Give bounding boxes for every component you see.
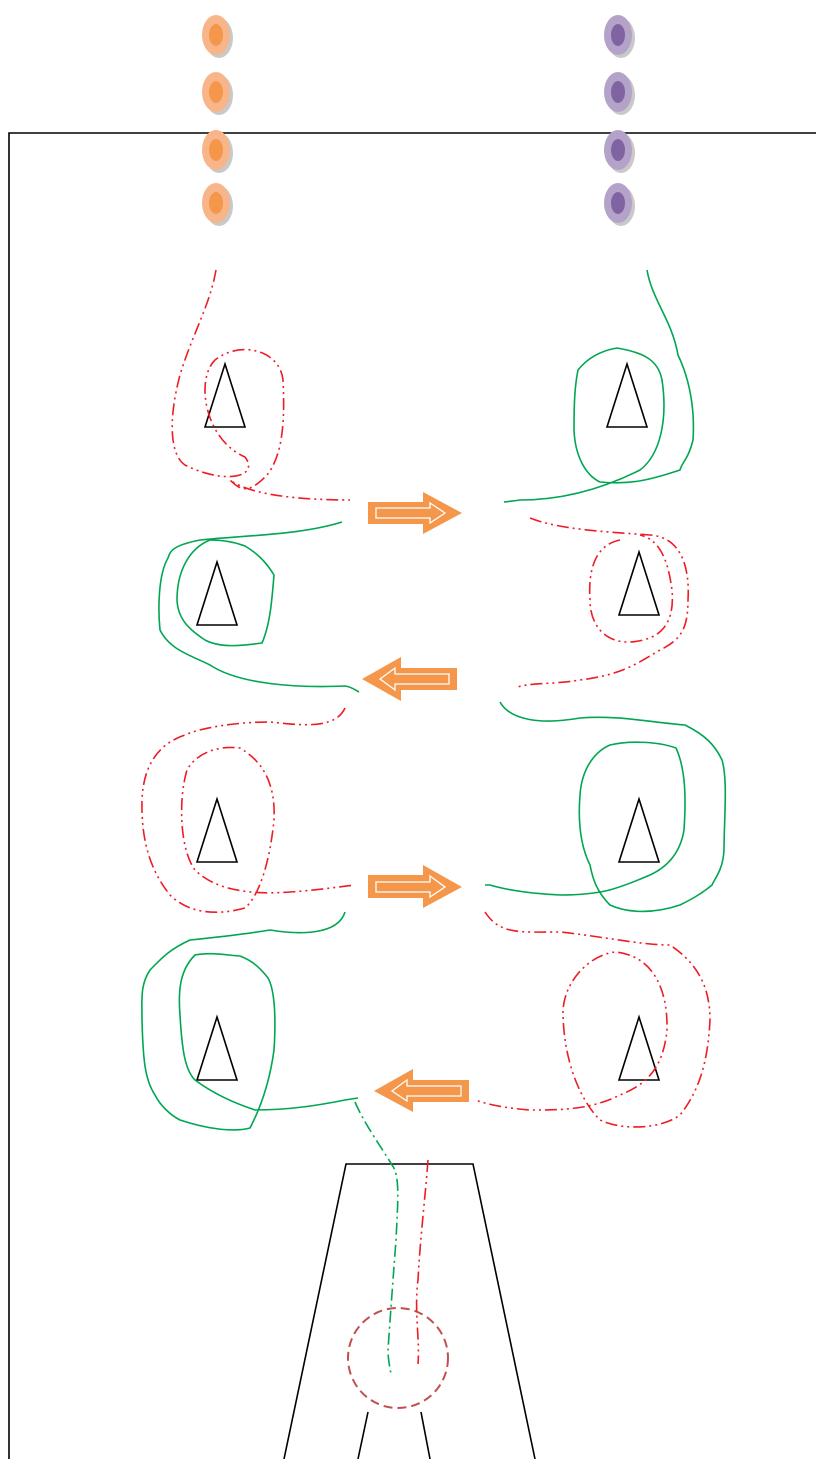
cones bbox=[195, 361, 661, 1081]
cone-icon bbox=[617, 796, 661, 863]
arrow-right-icon bbox=[368, 492, 462, 534]
player-marker-icon bbox=[202, 15, 233, 58]
pitch-boundary bbox=[8, 132, 816, 1459]
player-marker-icon bbox=[604, 130, 635, 173]
penalty-box bbox=[283, 1163, 536, 1459]
red-shot-path bbox=[415, 1159, 429, 1365]
arrow-right-icon bbox=[368, 865, 462, 908]
green-path-segment bbox=[503, 269, 695, 503]
red-path-segment bbox=[171, 269, 351, 501]
goal-area-icon bbox=[357, 1411, 431, 1459]
player-marker-icon bbox=[604, 15, 635, 58]
green-path-segment bbox=[158, 521, 360, 693]
direction-arrows bbox=[362, 492, 469, 1112]
player-marker-icon bbox=[202, 183, 233, 226]
player-marker-icon bbox=[604, 183, 635, 226]
cone-icon bbox=[203, 361, 247, 428]
cone-icon bbox=[195, 1014, 239, 1081]
shot-target-zone bbox=[347, 1307, 449, 1409]
green-shot-path bbox=[354, 1101, 399, 1375]
player-marker-icon bbox=[202, 72, 233, 115]
green-path-segment bbox=[176, 539, 275, 647]
green-path-segment bbox=[141, 911, 359, 1131]
arrow-left-icon bbox=[362, 657, 457, 701]
right-player-queue bbox=[604, 15, 635, 226]
arrow-left-icon bbox=[374, 1069, 469, 1112]
player-marker-icon bbox=[202, 130, 233, 173]
player-marker-icon bbox=[604, 72, 635, 115]
cone-icon bbox=[605, 361, 649, 428]
red-dribble-route bbox=[141, 269, 711, 1365]
green-dribble-route bbox=[141, 269, 727, 1375]
cone-icon bbox=[617, 1014, 661, 1081]
red-path-segment bbox=[141, 707, 356, 914]
cone-icon bbox=[617, 549, 661, 616]
red-path-segment bbox=[474, 911, 711, 1128]
left-player-queue bbox=[202, 15, 233, 226]
green-path-segment bbox=[485, 701, 727, 913]
red-path-segment bbox=[514, 517, 690, 689]
cone-icon bbox=[195, 559, 239, 626]
cone-icon bbox=[195, 796, 239, 863]
